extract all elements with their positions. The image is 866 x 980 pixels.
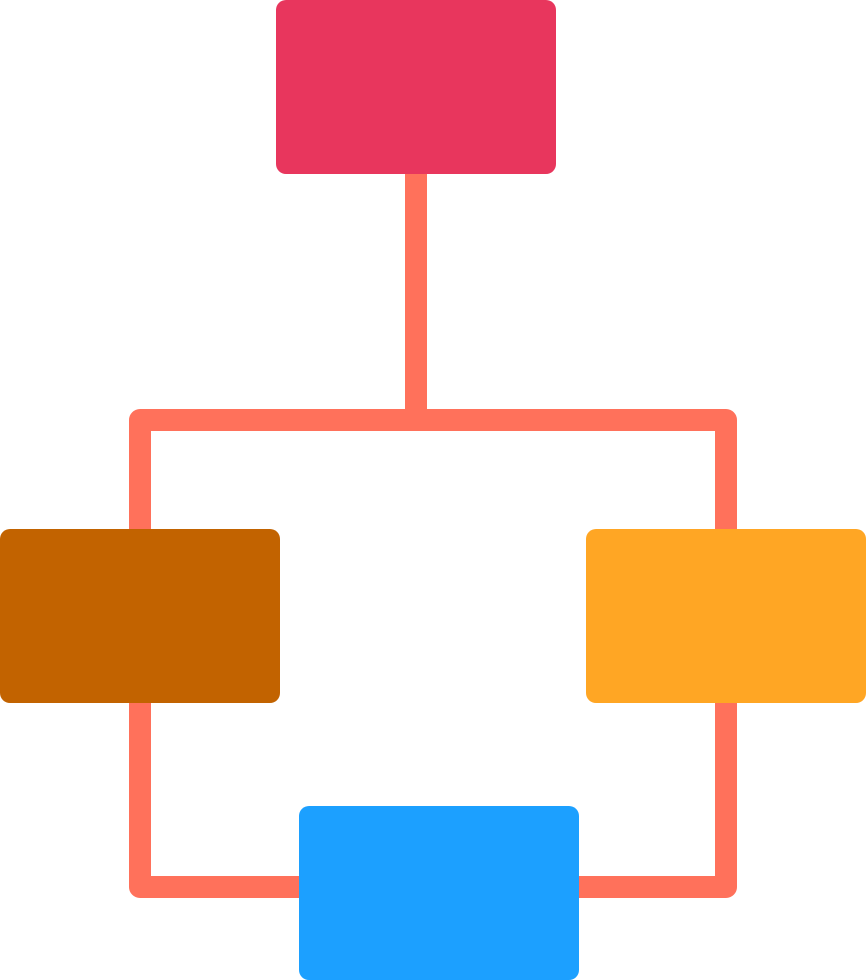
right-node <box>586 529 866 703</box>
connectors <box>129 170 737 898</box>
connector-frame <box>129 409 737 898</box>
left-node <box>0 529 280 703</box>
bottom-node <box>299 806 579 980</box>
top-node <box>276 0 556 174</box>
